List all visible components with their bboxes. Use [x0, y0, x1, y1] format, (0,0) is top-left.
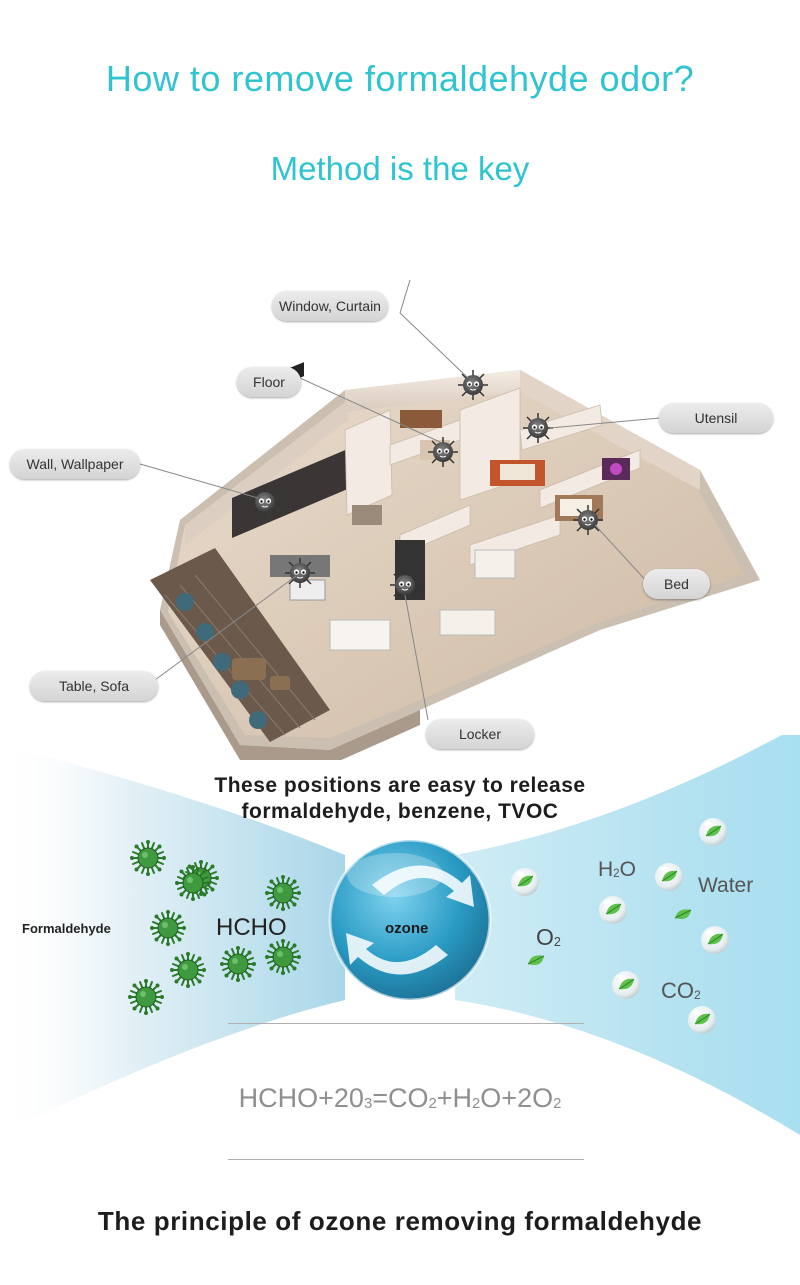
ozone-label: ozone — [385, 920, 429, 937]
label-table-sofa: Table, Sofa — [30, 671, 158, 701]
equation-part-3: +H — [436, 1083, 473, 1113]
h2o-label: H2O — [598, 858, 636, 882]
label-window-curtain: Window, Curtain — [272, 291, 388, 321]
hcho-label: HCHO — [216, 914, 287, 941]
label-locker: Locker — [426, 719, 534, 749]
positions-caption-line1: These positions are easy to release — [214, 774, 586, 797]
h2o-tail: O — [619, 858, 636, 881]
reaction-illustration — [0, 735, 800, 1135]
label-floor: Floor — [237, 367, 301, 397]
equation-part-4: O+2O — [480, 1083, 554, 1113]
equation-part-2: =CO — [372, 1083, 429, 1113]
chemical-equation: HCHO+203=CO2+H2O+2O2 — [0, 1083, 800, 1114]
formaldehyde-label: Formaldehyde — [22, 921, 111, 936]
o2-label: O2 — [536, 924, 561, 951]
equation-part-1: HCHO+20 — [238, 1083, 364, 1113]
co2-sub: 2 — [694, 987, 701, 1002]
h2o-sub: 2 — [613, 867, 620, 880]
equation-sub-2: 2 — [428, 1095, 437, 1112]
positions-caption-line2: formaldehyde, benzene, TVOC — [241, 800, 559, 823]
positions-caption: These positions are easy to release form… — [0, 773, 800, 825]
h2o-main: H — [598, 858, 614, 881]
co2-main: CO — [661, 978, 694, 1003]
equation-sub-3: 2 — [472, 1095, 481, 1112]
principle-caption: The principle of ozone removing formalde… — [97, 1206, 703, 1236]
page-title: How to remove formaldehyde odor? — [105, 58, 695, 99]
label-wall-wallpaper: Wall, Wallpaper — [10, 449, 140, 479]
floorplan-illustration — [139, 280, 760, 760]
co2-label: CO2 — [661, 978, 701, 1004]
o2-main: O — [536, 924, 554, 950]
water-label: Water — [698, 874, 754, 897]
label-bed: Bed — [643, 569, 710, 599]
o2-sub: 2 — [553, 934, 561, 949]
equation-sub-1: 3 — [363, 1095, 373, 1112]
page-subtitle: Method is the key — [270, 150, 530, 187]
divider-bottom — [228, 1159, 584, 1160]
label-utensil: Utensil — [659, 403, 773, 433]
divider-top — [228, 1023, 584, 1024]
equation-sub-4: 2 — [553, 1095, 562, 1112]
